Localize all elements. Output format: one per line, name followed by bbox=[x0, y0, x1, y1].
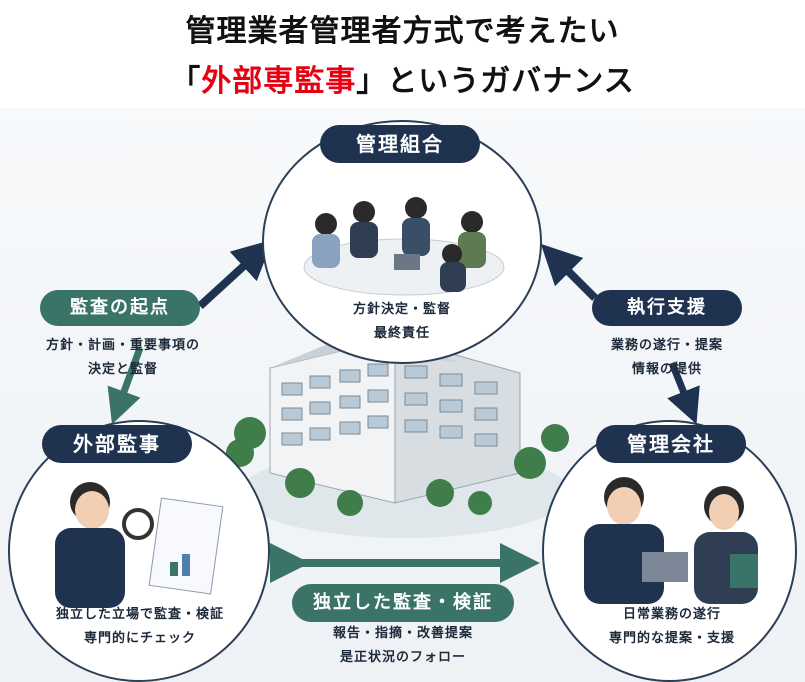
union-desc: 方針決定・監督最終責任 bbox=[352, 302, 451, 341]
trees bbox=[226, 417, 569, 516]
auditor-desc: 独立した立場で監査・検証専門的にチェック bbox=[55, 607, 224, 646]
arrow-to-company bbox=[667, 361, 700, 425]
audit-label: 独立した監査・検証 bbox=[292, 584, 514, 622]
apartment-building bbox=[240, 337, 570, 538]
title-highlight: 外部専監事 bbox=[201, 64, 357, 99]
origin-label: 監査の起点 bbox=[40, 290, 200, 326]
company-desc: 日常業務の遂行専門的な提案・支援 bbox=[608, 607, 735, 646]
company-circle bbox=[542, 420, 797, 682]
company-label: 管理会社 bbox=[596, 425, 746, 463]
company-illustration bbox=[584, 477, 758, 604]
origin-desc: 方針・計画・重要事項の決定と監督 bbox=[45, 338, 200, 377]
auditor-label: 外部監事 bbox=[42, 425, 192, 463]
support-label: 執行支援 bbox=[592, 290, 742, 326]
meeting-illustration bbox=[303, 197, 505, 296]
arrow-to-union bbox=[197, 239, 273, 309]
arrow-support-up bbox=[540, 243, 598, 301]
diagram-connectors bbox=[107, 239, 700, 583]
page-subtitle: 「外部専監事」というガバナンス bbox=[170, 64, 635, 99]
page-title: 管理業者管理者方式で考えたい bbox=[185, 14, 620, 49]
union-label: 管理組合 bbox=[320, 125, 480, 163]
auditor-circle bbox=[8, 420, 270, 682]
support-desc: 業務の遂行・提案情報の提供 bbox=[610, 338, 723, 377]
arrow-to-auditor bbox=[107, 346, 144, 425]
audit-desc: 報告・指摘・改善提案是正状況のフォロー bbox=[332, 626, 473, 665]
auditor-illustration bbox=[55, 482, 224, 608]
